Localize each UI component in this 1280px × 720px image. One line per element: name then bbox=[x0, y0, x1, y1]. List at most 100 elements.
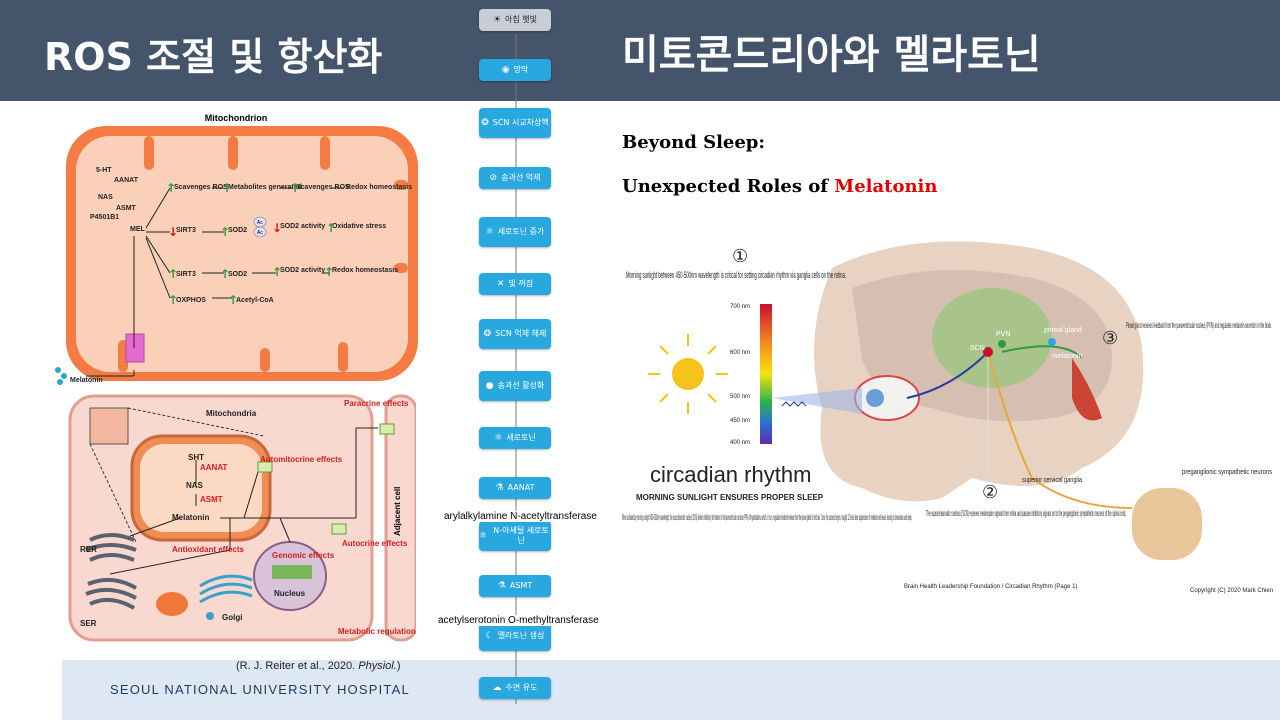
mitochondrion-diagram: Mitochondrion 5-HT AANAT NAS ASMT P4501B… bbox=[55, 113, 418, 385]
flow-node-label: 아침 햇빛 bbox=[505, 15, 538, 25]
light-beam bbox=[772, 388, 862, 414]
svg-text:melatonin: melatonin bbox=[1052, 353, 1082, 360]
svg-text:Golgi: Golgi bbox=[222, 613, 242, 622]
mito-arrows bbox=[86, 187, 344, 377]
svg-text:AANAT: AANAT bbox=[114, 177, 139, 184]
flow-node: ✕빛 꺼짐 bbox=[479, 273, 551, 295]
svg-text:Autocrine effects: Autocrine effects bbox=[342, 539, 408, 548]
enzyme-label-aanat: arylalkylamine N-acetyltransferase bbox=[444, 511, 597, 522]
svg-text:Genomic effects: Genomic effects bbox=[272, 551, 335, 560]
flow-node-label: ASMT bbox=[509, 581, 533, 591]
svg-text:PVN: PVN bbox=[996, 331, 1010, 338]
mitochondria-inset bbox=[89, 407, 129, 445]
svg-text:NAS: NAS bbox=[98, 194, 113, 201]
svg-text:5-HT: 5-HT bbox=[96, 167, 112, 174]
svg-text:↑: ↑ bbox=[166, 181, 176, 195]
svg-text:↑: ↑ bbox=[220, 225, 230, 239]
flow-node-label: 수면 유도 bbox=[505, 683, 538, 693]
svg-text:↑: ↑ bbox=[220, 267, 230, 281]
pineal-vessels bbox=[1072, 358, 1102, 421]
svg-text:MEL: MEL bbox=[130, 226, 146, 233]
svg-text:400 nm: 400 nm bbox=[730, 440, 750, 446]
sun-icon: ☀ bbox=[492, 14, 502, 25]
svg-text:Ac: Ac bbox=[257, 230, 263, 236]
step2-text: The suprachiasmatic nucleus (SCN) receiv… bbox=[926, 509, 1126, 518]
svg-text:SIRT3: SIRT3 bbox=[176, 271, 196, 278]
svg-text:↑: ↑ bbox=[326, 221, 336, 235]
mitochondrion-small bbox=[156, 592, 188, 616]
flow-node: ☾멜라토닌 생성 bbox=[479, 621, 551, 651]
svg-text:↓: ↓ bbox=[272, 221, 282, 235]
membrane-channel bbox=[125, 333, 145, 363]
sun-icon bbox=[648, 334, 728, 414]
sleep-icon: ☁ bbox=[492, 682, 502, 693]
svg-text:AANAT: AANAT bbox=[200, 463, 228, 472]
svg-text:Oxidative stress: Oxidative stress bbox=[332, 223, 386, 230]
svg-text:Melatonin: Melatonin bbox=[172, 513, 209, 522]
svg-text:③: ③ bbox=[1102, 328, 1118, 348]
flow-node-label: 세로토닌 증가 bbox=[497, 227, 545, 237]
svg-text:Scavenges ROS: Scavenges ROS bbox=[174, 184, 228, 191]
cell-diagram: Mitochondria SHT NAS Melatonin RER SER G… bbox=[68, 394, 416, 642]
svg-text:ASMT: ASMT bbox=[116, 205, 137, 212]
brain-icon: ❂ bbox=[481, 117, 489, 128]
enzyme-icon: ⚗ bbox=[495, 482, 504, 493]
cell-arrows bbox=[109, 427, 378, 575]
svg-text:SCN: SCN bbox=[970, 345, 985, 352]
svg-text:Nucleus: Nucleus bbox=[274, 589, 306, 598]
footer-institution: SEOUL NATIONAL UNIVERSITY HOSPITAL bbox=[110, 682, 410, 697]
header-bar bbox=[0, 0, 1280, 101]
svg-text:Copyright (C) 2020 Mark Chien: Copyright (C) 2020 Mark Chien bbox=[1190, 588, 1273, 594]
mito-title: Mitochondrion bbox=[205, 113, 268, 123]
svg-text:↓: ↓ bbox=[168, 225, 178, 239]
golgi-body bbox=[199, 574, 253, 604]
svg-text:Acetyl-CoA: Acetyl-CoA bbox=[236, 297, 274, 304]
cristae bbox=[118, 136, 408, 372]
thalamus bbox=[932, 288, 1052, 388]
lights-off-icon: ✕ bbox=[496, 278, 505, 289]
flow-node-label: SCN 억제 해제 bbox=[495, 329, 547, 339]
enzyme-icon: ⚗ bbox=[497, 580, 506, 591]
footer-band bbox=[62, 660, 1280, 720]
adjacent-cell bbox=[384, 394, 416, 642]
svg-text:500 nm: 500 nm bbox=[730, 394, 750, 400]
svg-text:Mitochondria: Mitochondria bbox=[206, 409, 257, 418]
flow-node: ☁수면 유도 bbox=[479, 677, 551, 699]
svg-text:Redox homeostasis: Redox homeostasis bbox=[332, 267, 398, 274]
molecule-icon: ⚛ bbox=[494, 432, 503, 443]
svg-text:Paracrine effects: Paracrine effects bbox=[344, 399, 409, 408]
svg-text:↑: ↑ bbox=[168, 293, 178, 307]
svg-text:circadian rhythm: circadian rhythm bbox=[650, 462, 811, 487]
flow-node-label: 송과선 활성화 bbox=[497, 381, 545, 391]
flow-node-label: 빛 꺼짐 bbox=[508, 279, 534, 289]
svg-text:SIRT3: SIRT3 bbox=[176, 227, 196, 234]
svg-text:SOD2 activity: SOD2 activity bbox=[280, 223, 325, 230]
spectrum-bar bbox=[760, 304, 772, 444]
svg-text:SOD2: SOD2 bbox=[228, 271, 247, 278]
page-title-right: 미토콘드리아와 멜라토닌 bbox=[622, 32, 1041, 78]
flow-node: ●송과선 활성화 bbox=[479, 371, 551, 401]
flow-node: ❂SCN 억제 해제 bbox=[479, 319, 551, 349]
flow-node: ⚗ASMT bbox=[479, 575, 551, 597]
flow-node-label: N-아세틸 세로토닌 bbox=[493, 526, 549, 545]
svg-text:SHT: SHT bbox=[188, 453, 204, 462]
step3-text: Pineal gland receives feedback from the … bbox=[1126, 321, 1272, 330]
spinal-cord bbox=[1132, 488, 1202, 560]
flow-node-label: SCN 시교차상핵 bbox=[492, 118, 549, 128]
flow-node: ◉망막 bbox=[479, 59, 551, 81]
subtitle-line1: Beyond Sleep: bbox=[622, 132, 766, 153]
iris bbox=[866, 389, 884, 407]
svg-text:RER: RER bbox=[80, 545, 97, 554]
eye-icon: ◉ bbox=[501, 64, 510, 75]
svg-text:NAS: NAS bbox=[186, 481, 204, 490]
flow-node: ❂SCN 시교차상핵 bbox=[479, 108, 551, 138]
svg-text:preganglionic sympathetic neur: preganglionic sympathetic neurons bbox=[1182, 469, 1272, 476]
molecule-icon: ⚛ bbox=[479, 530, 488, 541]
dna-strand bbox=[272, 565, 312, 579]
svg-text:Antioxidant effects: Antioxidant effects bbox=[172, 545, 245, 554]
svg-text:↑: ↑ bbox=[272, 265, 282, 279]
svg-text:Melatonin: Melatonin bbox=[70, 377, 103, 384]
block-icon: ⊘ bbox=[489, 172, 498, 183]
svg-text:SER: SER bbox=[80, 619, 97, 628]
svg-text:ASMT: ASMT bbox=[200, 495, 223, 504]
